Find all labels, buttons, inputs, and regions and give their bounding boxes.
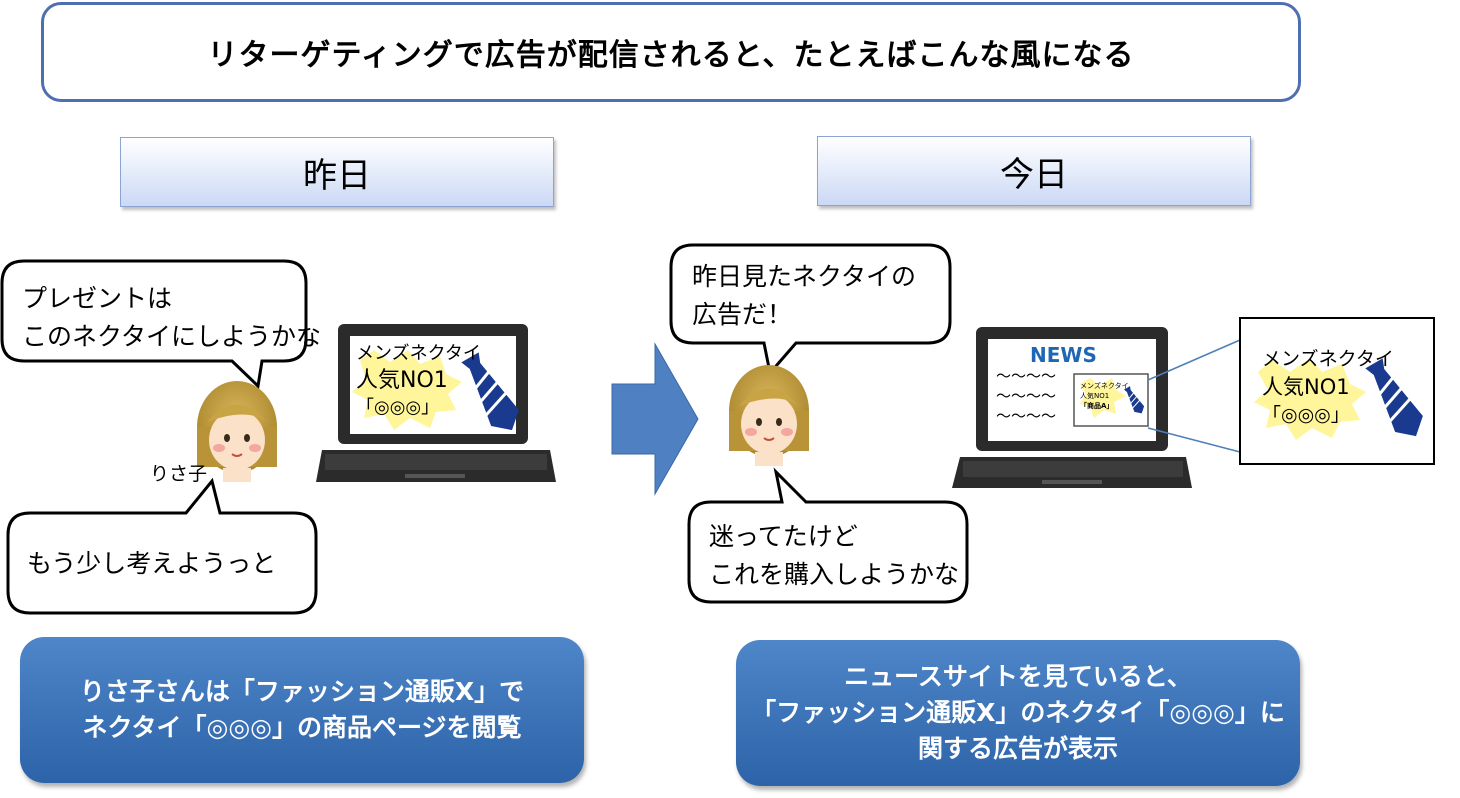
tie-icon-mini <box>1123 386 1145 414</box>
speech-bubble-top-left <box>0 259 308 390</box>
ad-line: 人気NO1 <box>356 368 448 393</box>
summary-line: 関する広告が表示 <box>917 734 1118 763</box>
right-arrow <box>611 342 699 496</box>
ad-line: 人気NO1 <box>1080 392 1110 400</box>
page-title: リターゲティングで広告が配信されると、たとえばこんな風になる <box>41 2 1301 102</box>
tie-icon-left <box>461 352 519 431</box>
laptop-left <box>316 324 556 482</box>
speech-text-top-left: プレゼントは このネクタイにしようかな <box>22 284 322 351</box>
ad-line: メンズネクタイ <box>1262 348 1394 370</box>
day-label-yesterday: 昨日 <box>120 137 554 207</box>
speech-text-bottom-left: もう少し考えようっと <box>27 549 277 578</box>
ad-line: 人気NO1 <box>1262 375 1350 399</box>
girl-avatar-right <box>729 365 809 466</box>
news-label: NEWS <box>1030 343 1097 367</box>
tie-icon-zoom <box>1365 358 1423 437</box>
summary-line: ネクタイ「◎◎◎」の商品ページを閲覧 <box>82 713 522 742</box>
speech-bubble-bottom-right <box>687 467 969 604</box>
ad-line: 「◎◎◎」 <box>356 397 440 418</box>
speech-bubble-bottom-left <box>6 477 318 615</box>
summary-line: りさ子さんは「ファッション通販X」で <box>79 677 525 706</box>
ad-line: 「商品A」 <box>1080 402 1114 410</box>
speech-bubble-top-right <box>669 243 952 377</box>
day-label-today: 今日 <box>817 136 1251 206</box>
speech-text-top-right: 昨日見たネクタイの 広告だ！ <box>692 262 917 329</box>
news-line: ～～～～ <box>996 387 1057 405</box>
summary-line: 「ファッション通販X」のネクタイ「◎◎◎」に <box>751 698 1285 727</box>
ad-line: メンズネクタイ <box>1080 382 1129 390</box>
ad-line: 「◎◎◎」 <box>1262 404 1350 426</box>
speech-text-bottom-right: 迷ってたけど これを購入しようかな <box>709 522 960 589</box>
summary-box-yesterday: りさ子さんは「ファッション通販X」で ネクタイ「◎◎◎」の商品ページを閲覧 <box>20 637 584 783</box>
news-line: ～～～～ <box>996 407 1057 425</box>
ad-line: メンズネクタイ <box>356 343 481 364</box>
laptop-ad-text-left: メンズネクタイ 人気NO1 「◎◎◎」 <box>356 340 481 421</box>
summary-box-today: ニュースサイトを見ていると、 「ファッション通販X」のネクタイ「◎◎◎」に 関す… <box>736 640 1300 786</box>
mini-ad-text: メンズネクタイ 人気NO1 「商品A」 <box>1080 381 1129 411</box>
girl-avatar-left <box>197 381 277 482</box>
news-lines: ～～～～ ～～～～ ～～～～ <box>996 366 1056 426</box>
news-line: ～～～～ <box>996 367 1057 385</box>
summary-line: ニュースサイトを見ていると、 <box>844 662 1192 691</box>
person-name-label: りさ子 <box>150 463 208 485</box>
zoomed-ad-text: メンズネクタイ 人気NO1 「◎◎◎」 <box>1262 345 1394 429</box>
zoomed-ad-box <box>1239 317 1435 465</box>
laptop-right <box>952 327 1192 488</box>
